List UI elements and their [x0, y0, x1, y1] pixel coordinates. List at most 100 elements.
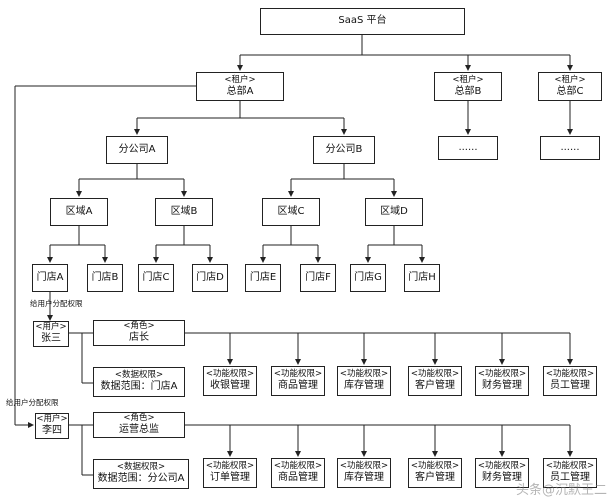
store-c-node: 门店C [138, 264, 174, 292]
tenant-tag: <租户> [554, 74, 586, 85]
assign-permission-note-1: 给用户分配权限 [30, 299, 83, 308]
func-label: 库存管理 [344, 472, 384, 484]
func-label: 订单管理 [210, 472, 250, 484]
hq-b-label: 总部B [454, 85, 482, 97]
tenant-tag: <租户> [452, 74, 484, 85]
store-g-node: 门店G [350, 264, 386, 292]
hq-a-node: <租户> 总部A [196, 72, 284, 101]
func-permission-tag: <功能权限> [339, 369, 389, 380]
func-label: 员工管理 [550, 472, 590, 484]
data-permission-node-1: <数据权限> 数据范围：门店A [93, 367, 185, 397]
store-h-node: 门店H [404, 264, 440, 292]
data-permission-tag: <数据权限> [116, 462, 166, 473]
func-label: 收银管理 [210, 380, 250, 392]
user-tag: <用户> [36, 414, 68, 425]
func-permission-1-4: <功能权限> 客户管理 [408, 366, 462, 396]
func-label: 财务管理 [482, 472, 522, 484]
branch-a-node: 分公司A [106, 136, 168, 164]
func-permission-1-6: <功能权限> 员工管理 [543, 366, 597, 396]
user-lisi-node: <用户> 李四 [35, 413, 69, 439]
store-d-label: 门店D [196, 271, 224, 283]
store-e-label: 门店E [249, 271, 277, 283]
func-permission-2-4: <功能权限> 客户管理 [408, 458, 462, 488]
func-permission-tag: <功能权限> [205, 461, 255, 472]
func-permission-tag: <功能权限> [339, 461, 389, 472]
store-e-node: 门店E [245, 264, 281, 292]
hq-c-children-ellipsis: ...... [540, 136, 600, 160]
user-zhangsan-node: <用户> 张三 [33, 321, 69, 347]
func-label: 商品管理 [278, 380, 318, 392]
func-permission-1-5: <功能权限> 财务管理 [475, 366, 529, 396]
role-store-manager-label: 店长 [129, 332, 149, 344]
data-scope-store-a: 数据范围：门店A [100, 381, 178, 393]
tenant-tag: <租户> [224, 74, 256, 85]
user-lisi-name: 李四 [42, 425, 62, 437]
watermark: 头条@沉默王二 [515, 483, 607, 498]
data-scope-branch-a: 数据范围：分公司A [97, 473, 185, 485]
store-c-label: 门店C [142, 271, 170, 283]
store-d-node: 门店D [192, 264, 228, 292]
func-permission-tag: <功能权限> [273, 461, 323, 472]
func-permission-tag: <功能权限> [545, 369, 595, 380]
func-label: 客户管理 [415, 472, 455, 484]
branch-b-label: 分公司B [325, 143, 363, 155]
func-permission-2-2: <功能权限> 商品管理 [271, 458, 325, 488]
func-permission-tag: <功能权限> [273, 369, 323, 380]
data-permission-node-2: <数据权限> 数据范围：分公司A [93, 459, 189, 489]
saas-platform-node: SaaS 平台 [260, 8, 465, 35]
func-permission-2-5: <功能权限> 财务管理 [475, 458, 529, 488]
hq-a-label: 总部A [226, 85, 254, 97]
func-permission-1-2: <功能权限> 商品管理 [271, 366, 325, 396]
ellipsis-label: ...... [458, 141, 478, 153]
assign-permission-note-2: 给用户分配权限 [6, 398, 59, 407]
func-permission-2-3: <功能权限> 库存管理 [337, 458, 391, 488]
hq-c-node: <租户> 总部C [538, 72, 602, 101]
region-a-label: 区域A [65, 205, 93, 217]
region-b-node: 区域B [155, 198, 213, 226]
user-zhangsan-name: 张三 [41, 333, 61, 345]
role-ops-director-label: 运营总监 [119, 424, 159, 436]
func-permission-tag: <功能权限> [205, 369, 255, 380]
func-permission-tag: <功能权限> [477, 461, 527, 472]
func-permission-1-1: <功能权限> 收银管理 [203, 366, 257, 396]
store-g-label: 门店G [354, 271, 382, 283]
saas-platform-label: SaaS 平台 [338, 15, 387, 27]
func-permission-tag: <功能权限> [545, 461, 595, 472]
region-a-node: 区域A [50, 198, 108, 226]
region-b-label: 区域B [170, 205, 198, 217]
role-tag: <角色> [123, 413, 155, 424]
func-label: 商品管理 [278, 472, 318, 484]
func-label: 员工管理 [550, 380, 590, 392]
store-f-label: 门店F [305, 271, 331, 283]
branch-b-node: 分公司B [313, 136, 375, 164]
user-tag: <用户> [35, 322, 67, 333]
func-permission-tag: <功能权限> [477, 369, 527, 380]
role-node-2: <角色> 运营总监 [93, 412, 185, 438]
func-label: 客户管理 [415, 380, 455, 392]
func-permission-2-6: <功能权限> 员工管理 [543, 458, 597, 488]
region-c-label: 区域C [277, 205, 305, 217]
region-c-node: 区域C [262, 198, 320, 226]
store-a-label: 门店A [36, 271, 64, 283]
branch-a-label: 分公司A [118, 143, 156, 155]
store-h-label: 门店H [408, 271, 436, 283]
func-permission-1-3: <功能权限> 库存管理 [337, 366, 391, 396]
role-node-1: <角色> 店长 [93, 320, 185, 346]
func-label: 财务管理 [482, 380, 522, 392]
hq-b-children-ellipsis: ...... [438, 136, 498, 160]
data-permission-tag: <数据权限> [114, 370, 164, 381]
ellipsis-label: ...... [560, 141, 580, 153]
func-permission-2-1: <功能权限> 订单管理 [203, 458, 257, 488]
hq-b-node: <租户> 总部B [434, 72, 502, 101]
store-b-label: 门店B [91, 271, 119, 283]
store-f-node: 门店F [300, 264, 336, 292]
region-d-node: 区域D [365, 198, 423, 226]
region-d-label: 区域D [380, 205, 408, 217]
store-b-node: 门店B [87, 264, 123, 292]
hq-c-label: 总部C [556, 85, 584, 97]
func-permission-tag: <功能权限> [410, 461, 460, 472]
func-label: 库存管理 [344, 380, 384, 392]
store-a-node: 门店A [32, 264, 68, 292]
role-tag: <角色> [123, 321, 155, 332]
